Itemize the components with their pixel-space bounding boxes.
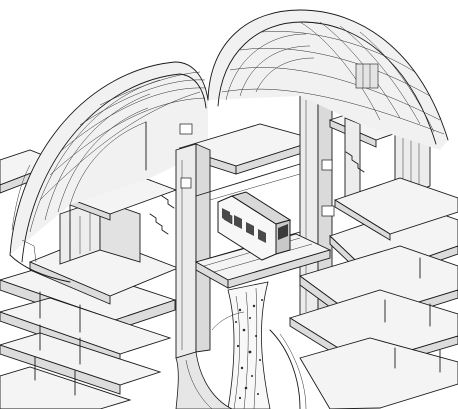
- right-building-floors: [288, 99, 458, 409]
- left-glass-dome: [9, 61, 209, 283]
- lower-plaza: [175, 311, 307, 409]
- left-dome-interior: [28, 171, 180, 305]
- waterfall: [227, 281, 271, 409]
- monorail-car: [217, 191, 292, 261]
- right-glass-dome: [207, 9, 449, 150]
